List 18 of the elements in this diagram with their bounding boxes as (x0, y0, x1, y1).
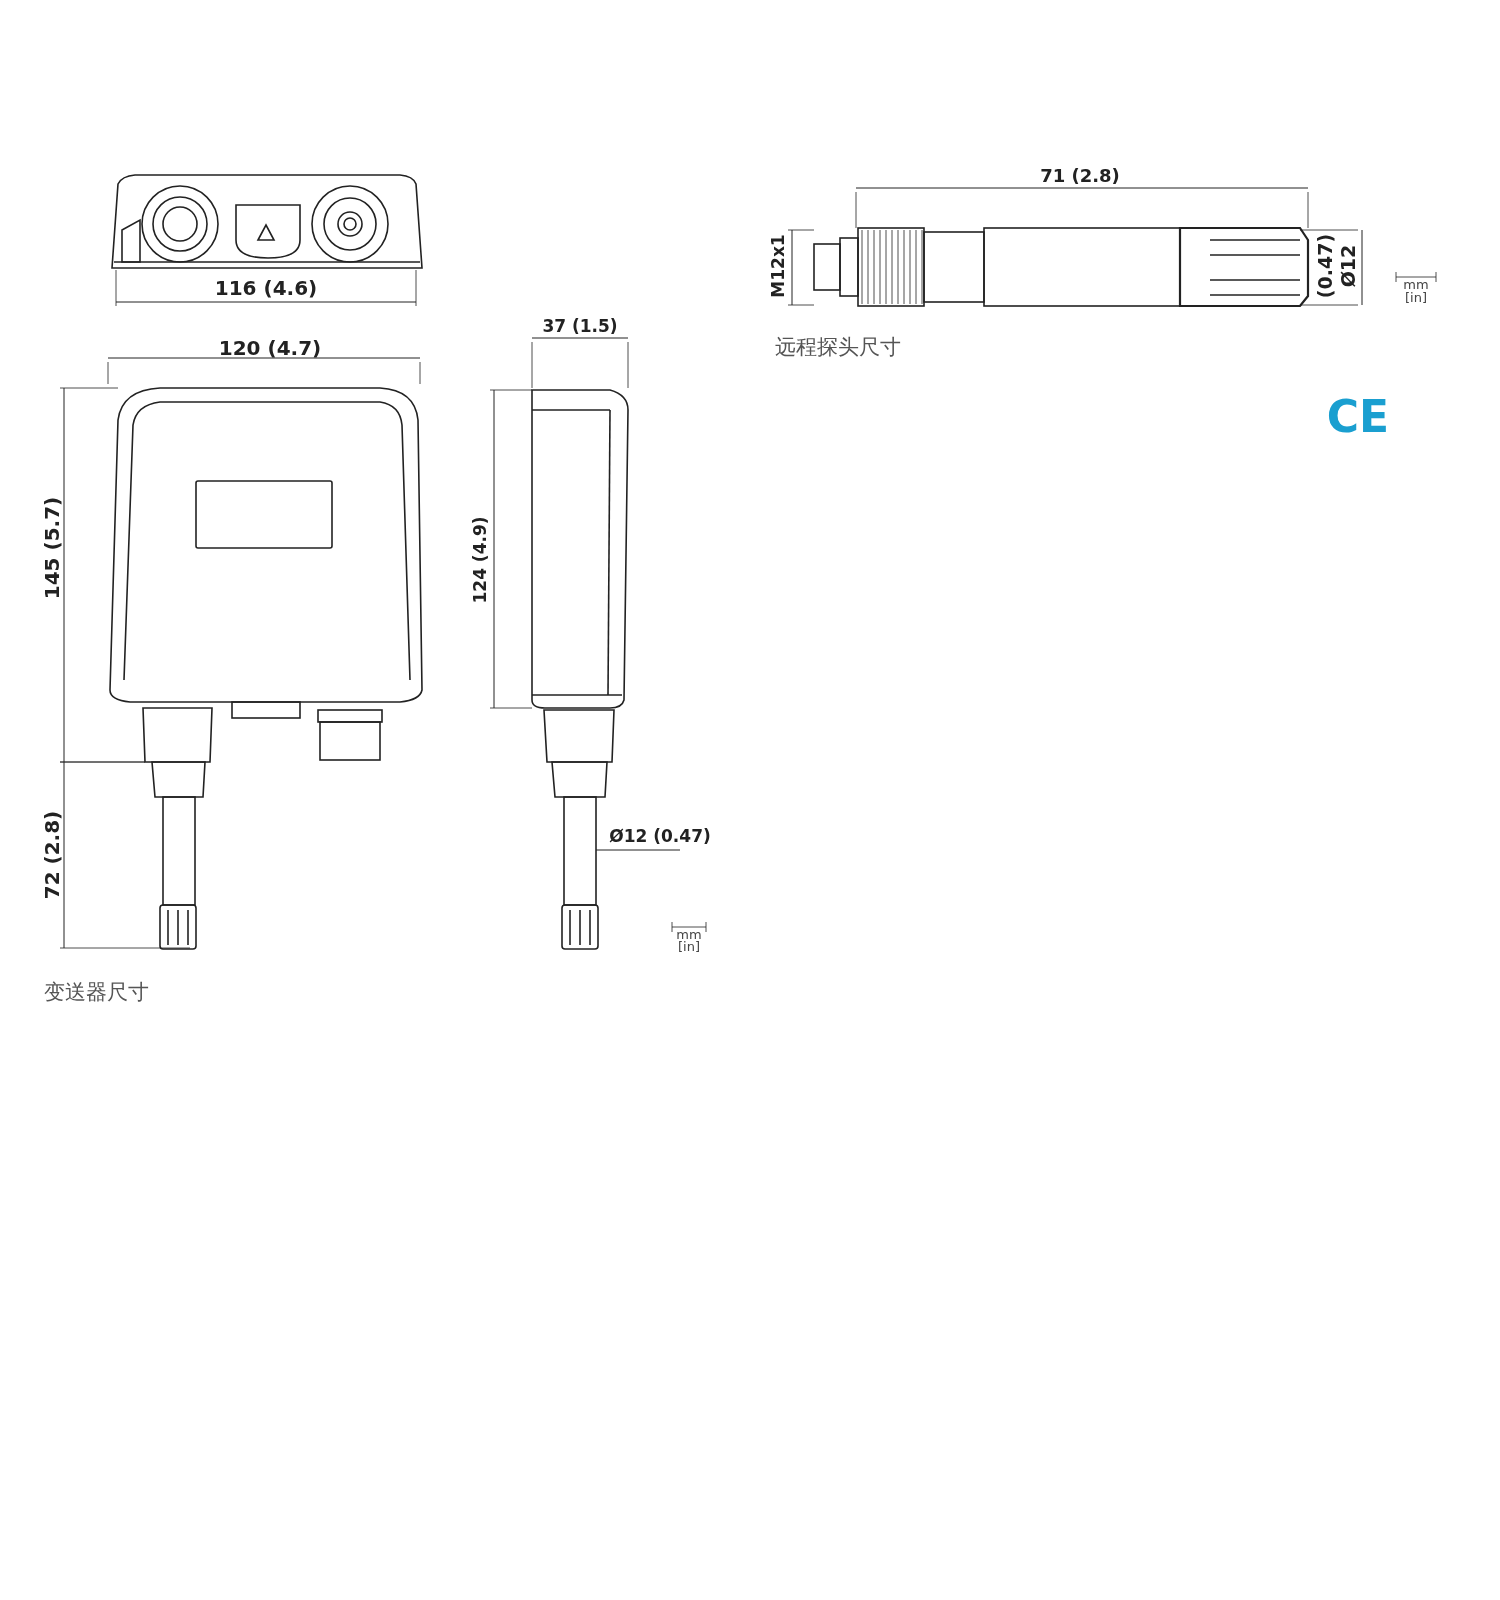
dimension-label: (0.47) (1315, 233, 1335, 299)
dimension-label: 145 (5.7) (42, 496, 62, 600)
dimension-label: 116 (4.6) (214, 278, 318, 298)
view-caption: 远程探头尺寸 (775, 336, 901, 358)
unit-label: mm (676, 927, 702, 941)
dimension-label: 37 (1.5) (542, 317, 618, 335)
dimension-label: M12x1 (769, 234, 787, 298)
view-caption: 变送器尺寸 (43, 981, 149, 1003)
dimension-label: Ø12 (0.47) (609, 827, 711, 845)
dimension-label: 72 (2.8) (42, 810, 62, 900)
unit-label: mm (1403, 277, 1429, 291)
unit-label: [in] (678, 939, 700, 953)
dimension-label: Ø12 (1338, 244, 1358, 288)
dimension-label: 124 (4.9) (471, 516, 489, 604)
conformity-mark: CE (1326, 395, 1390, 439)
unit-label: [in] (1405, 290, 1427, 304)
dimension-label: 120 (4.7) (218, 338, 322, 358)
dimension-label: 71 (2.8) (1040, 167, 1120, 185)
